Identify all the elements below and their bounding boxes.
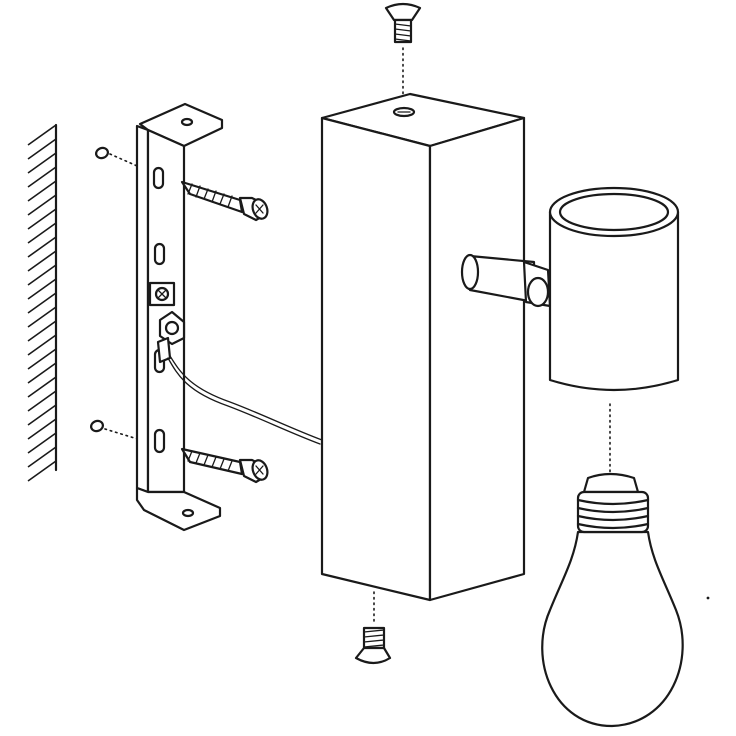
fixing-screw-top	[384, 2, 422, 107]
hatch-line	[27, 362, 57, 384]
wall-screw-bottom	[180, 447, 269, 484]
hatch-line	[27, 404, 57, 426]
hatch-line	[27, 138, 57, 160]
hatch-line	[27, 292, 57, 314]
hatch-line	[27, 236, 57, 258]
hatch-line	[27, 208, 57, 230]
wall-screw-top	[180, 180, 269, 222]
wall-hatching	[27, 123, 58, 482]
ground-terminal	[148, 281, 186, 364]
hatch-line	[27, 320, 57, 342]
hatch-line	[27, 460, 57, 482]
lamp-socket-cylinder	[548, 186, 680, 473]
hatch-line	[27, 418, 57, 440]
hatch-line	[27, 334, 57, 356]
hatch-line	[27, 278, 57, 300]
hatch-line	[27, 432, 57, 454]
hatch-line	[27, 390, 57, 412]
hatch-line	[27, 222, 57, 244]
hatch-line	[27, 250, 57, 272]
hatch-line	[27, 124, 57, 146]
fixing-screw-bottom	[354, 591, 392, 665]
ground-wire-second-strand	[167, 357, 321, 445]
hatch-line	[27, 166, 57, 188]
lamp-body-box	[320, 92, 526, 602]
hatch-line	[27, 306, 57, 328]
stray-mark	[706, 596, 710, 600]
light-bulb	[541, 472, 684, 728]
hatch-line	[27, 264, 57, 286]
hatch-line	[27, 348, 57, 370]
hatch-line	[27, 152, 57, 174]
hatch-line	[27, 376, 57, 398]
ground-wire	[169, 355, 323, 441]
hatch-line	[27, 180, 57, 202]
mounting-bracket	[135, 102, 224, 532]
hatch-line	[27, 446, 57, 468]
lamp-arm	[460, 253, 552, 308]
hatch-line	[27, 194, 57, 216]
